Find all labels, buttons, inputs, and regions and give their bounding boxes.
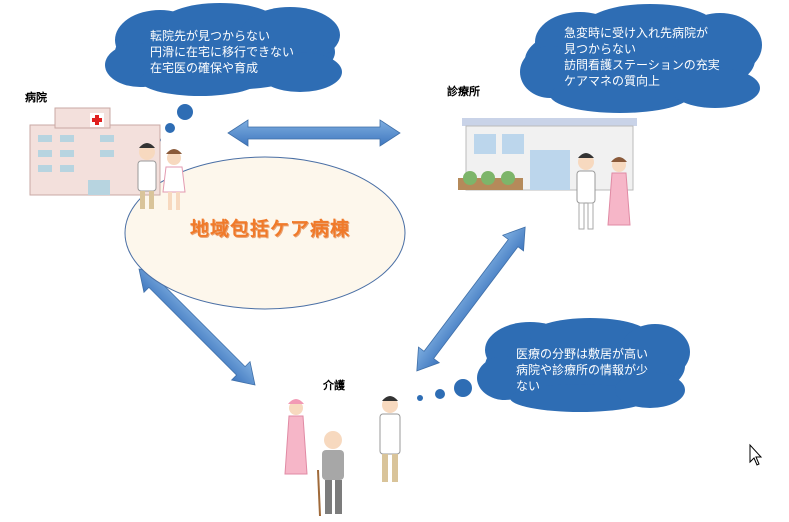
doctor-figure	[137, 143, 157, 209]
nurse-figure	[162, 149, 186, 210]
cloud-line: ない	[516, 379, 541, 393]
cloud-clinic-text: 急変時に受け入れ先病院が 見つからない 訪問看護ステーションの充実 ケアマネの質…	[564, 25, 720, 89]
cloud-care-text: 医療の分野は敷居が高い 病院や診療所の情報が少 ない	[516, 346, 648, 394]
cloud-clinic	[520, 4, 762, 163]
arrow-hospital-clinic	[227, 119, 401, 147]
mouse-cursor-icon	[749, 443, 763, 466]
cloud-line: 転院先が見つからない	[150, 29, 271, 43]
cloud-line: 病院や診療所の情報が少	[516, 363, 649, 377]
cloud-line: 医療の分野は敷居が高い	[516, 347, 649, 361]
arrow-clinic-care	[416, 226, 526, 372]
elderly-figure	[317, 431, 344, 517]
cloud-hospital	[105, 3, 342, 143]
cloud-hospital-text: 転院先が見つからない 円滑に在宅に移行できない 在宅医の確保や育成	[150, 28, 294, 76]
cloud-line: 急変時に受け入れ先病院が	[564, 26, 709, 40]
clinic-nurse-figure	[607, 157, 631, 226]
center-ellipse	[124, 156, 406, 310]
clinic-doctor-figure	[576, 153, 596, 230]
cloud-line: 在宅医の確保や育成	[150, 61, 259, 75]
cloud-line: 円滑に在宅に移行できない	[150, 45, 295, 59]
cloud-care	[417, 318, 690, 412]
cloud-line: ケアマネの質向上	[564, 74, 661, 88]
cloud-line: 訪問看護ステーションの充実	[564, 58, 720, 72]
center-label: 地域包括ケア病棟	[189, 218, 350, 240]
hospital-label: 病院	[25, 91, 47, 104]
clinic-label: 診療所	[447, 85, 480, 98]
cloud-line: 見つからない	[564, 42, 637, 56]
care-label: 介護	[323, 379, 345, 392]
care-nurse-figure	[284, 399, 308, 475]
clinic-illustration	[458, 118, 637, 191]
care-doctor-figure	[379, 396, 401, 482]
